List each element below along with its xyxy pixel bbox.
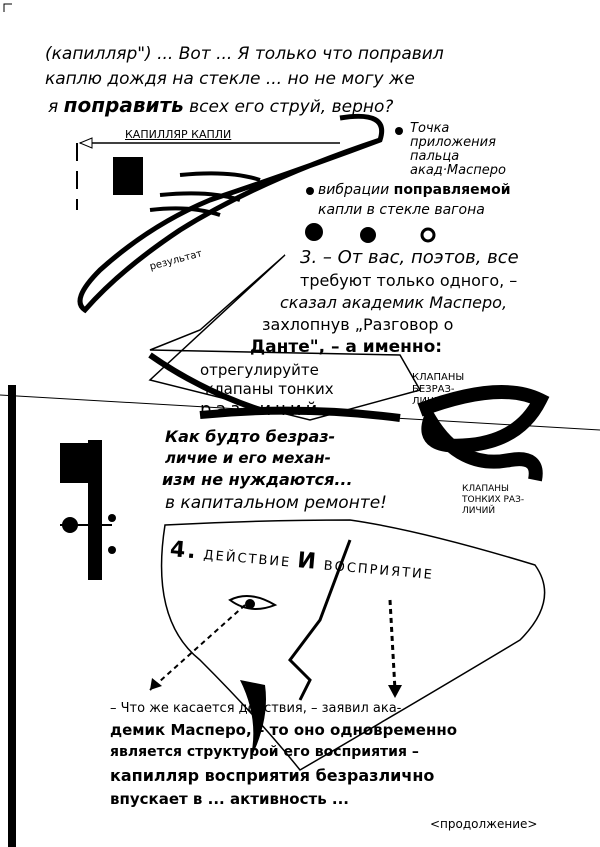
section3-line: сказал академик Масперо, <box>280 293 508 312</box>
plane-stroke <box>148 352 261 413</box>
section3-line: отрегулируйте <box>200 361 319 379</box>
point-label-line: приложения <box>410 135 496 150</box>
dot <box>108 546 116 554</box>
middle-line: личие и его механ- <box>165 449 331 467</box>
bottom-line: – Что же касается действия, – заявил ака… <box>110 701 402 716</box>
arrow-head <box>78 137 93 149</box>
middle-line: в капитальном ремонте! <box>165 493 387 513</box>
arrow-head <box>150 678 162 690</box>
point-label: Точка приложения пальца акад·Масперо <box>410 122 506 178</box>
valve-label-distinctions: клапаны тонких раз- личий <box>462 484 524 517</box>
vibration-label-2: капли в стекле вагона <box>318 202 485 218</box>
intro-word: я <box>48 97 59 117</box>
vibration-strokes <box>149 171 261 217</box>
dot <box>305 223 323 241</box>
section3-line: захлопнув „Разговор о <box>262 315 454 334</box>
section3-line: Данте", – а именно: <box>250 337 443 357</box>
intro-line-2: каплю дождя на стекле ... но не могу же <box>45 69 415 89</box>
intro-line-3: я поправить всех его струй, верно? <box>48 94 393 117</box>
dot <box>360 227 376 243</box>
black-square <box>113 157 143 195</box>
plane-shape <box>148 254 422 421</box>
section3-line: 3. – От вас, поэтов, все <box>300 247 519 268</box>
valve-label-line: клапаны <box>462 484 509 494</box>
middle-line: изм не нуждаются... <box>162 470 353 489</box>
capillary-label: капилляр капли <box>125 128 232 141</box>
curl-shape <box>417 385 550 482</box>
dashed-arrow <box>149 604 246 691</box>
point-label-line: Точка <box>410 121 450 136</box>
dot <box>395 127 403 135</box>
bottom-line: демик Масперо, – то оно одновременно <box>110 721 457 739</box>
valve-label-line: личия <box>412 396 449 407</box>
point-label-line: пальца <box>410 149 460 164</box>
section4-word: и <box>296 548 319 575</box>
intro-word: всех его струй, верно? <box>189 97 394 117</box>
bottom-line: впускает в ... активность ... <box>110 790 350 808</box>
vibration-word-bold: поправляемой <box>393 182 511 198</box>
section3-line: клапаны тонких <box>205 380 334 398</box>
valve-label-indifference: клапаны безраз- личия <box>412 372 464 408</box>
vibration-label: вибрации поправляемой <box>318 182 511 198</box>
dot <box>108 514 116 522</box>
mask-mouth <box>240 680 266 760</box>
mask-outline <box>160 519 546 771</box>
bottom-line: является структурой его восприятия – <box>110 744 419 760</box>
arrow-head <box>388 685 402 698</box>
section4-number: 4. <box>168 537 199 565</box>
black-bar <box>88 440 102 580</box>
dashed-arrow <box>388 599 397 691</box>
valve-label-line: безраз- <box>412 384 455 395</box>
corner-mark <box>3 3 12 12</box>
drop-stroke <box>77 113 384 314</box>
point-label-line: акад·Масперо <box>410 163 506 178</box>
vibration-word: вибрации <box>318 182 390 198</box>
dot <box>306 187 314 195</box>
section3-line: требуют только одного, – <box>300 271 518 290</box>
bottom-line: капилляр восприятия безразлично <box>110 766 435 785</box>
valve-label-line: клапаны <box>412 372 465 383</box>
valve-label-line: личий <box>462 506 496 516</box>
thick-stroke <box>199 406 401 422</box>
ring <box>420 227 436 243</box>
mask-pupil <box>245 599 255 609</box>
continuation-note: <продолжение> <box>430 817 538 831</box>
intro-word-bold: поправить <box>63 93 184 117</box>
intro-line-1: (капилляр") ... Вот ... Я только что поп… <box>45 44 444 64</box>
mask-nose <box>288 539 352 701</box>
middle-line: Как будто безраз- <box>165 427 336 446</box>
left-bar <box>8 385 16 847</box>
valve-label-line: тонких раз- <box>462 495 525 505</box>
section3-line: различий. <box>200 399 331 420</box>
